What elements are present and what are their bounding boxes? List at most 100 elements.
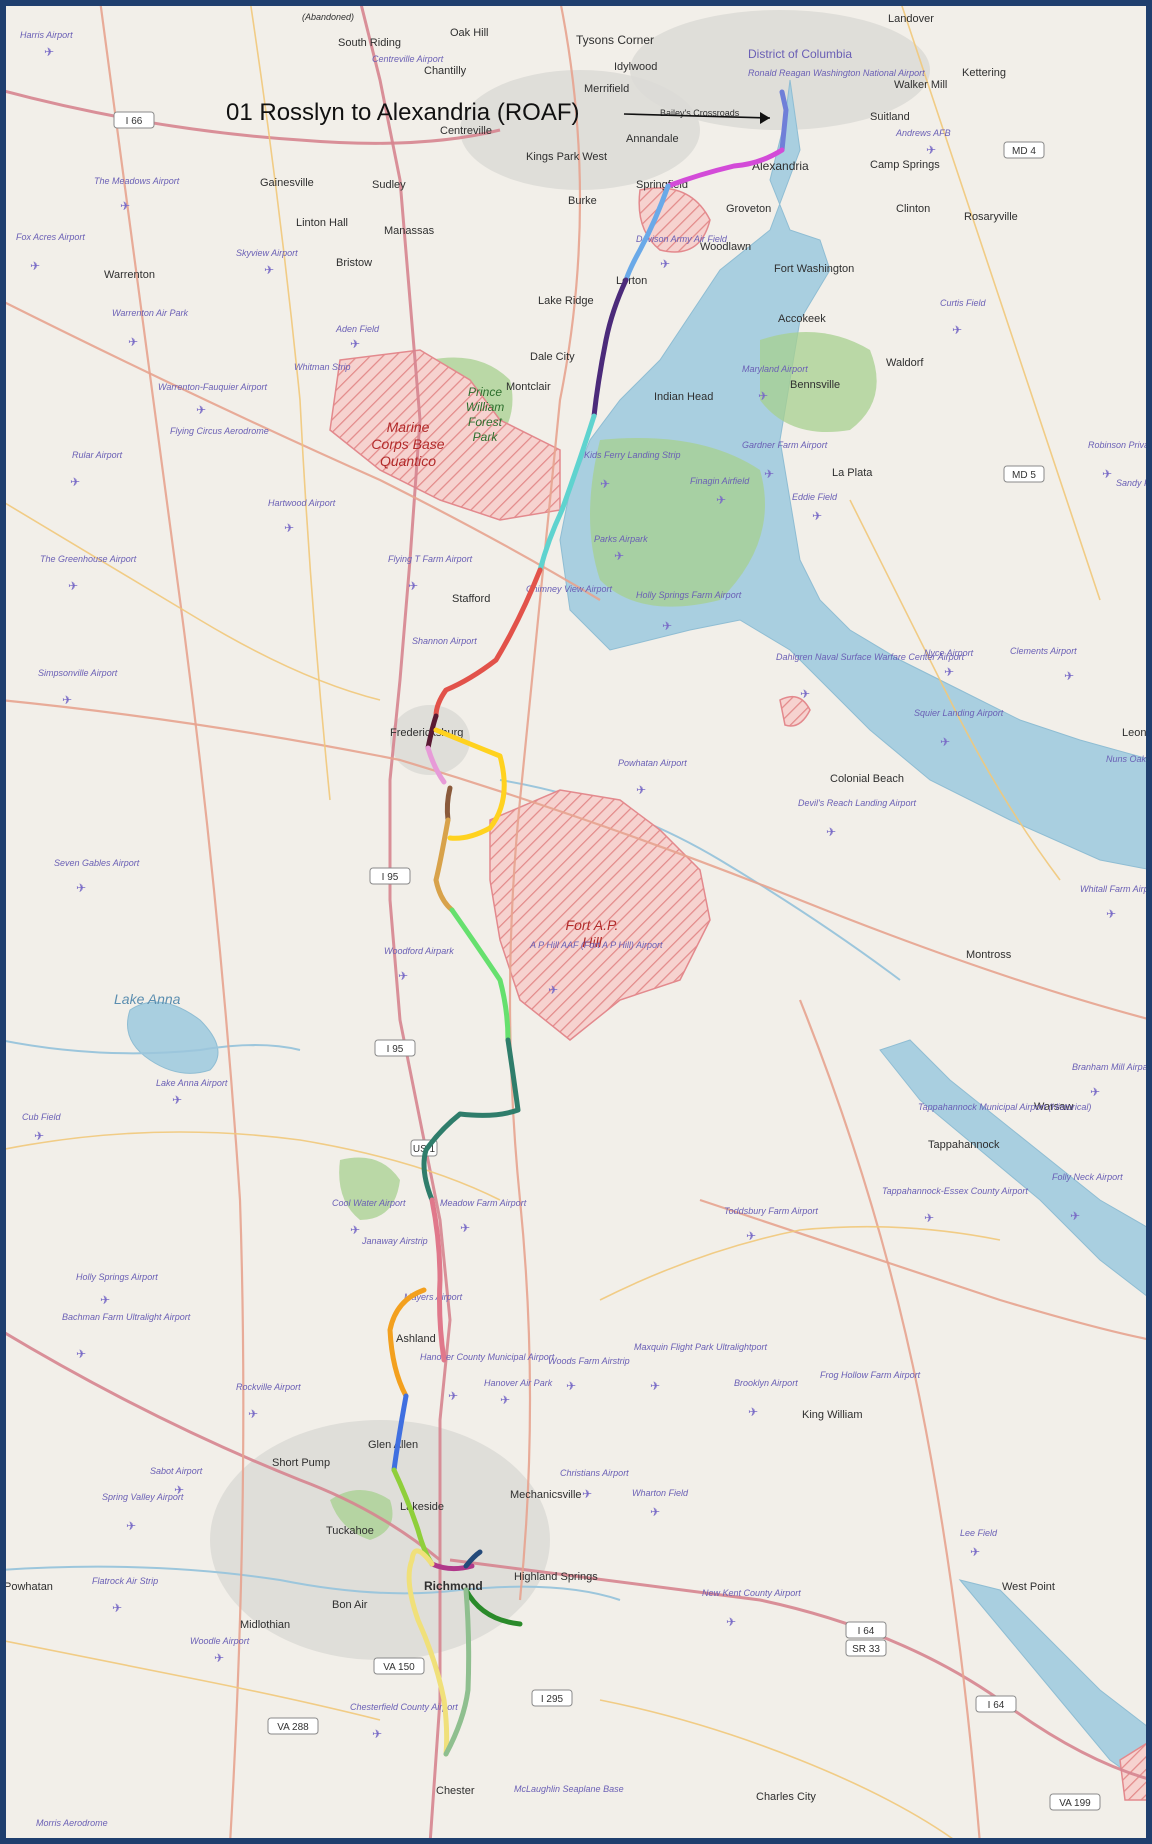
route-segment[interactable] — [425, 745, 447, 785]
airport-icon: ✈ — [398, 969, 408, 983]
place-label: Mechanicsville — [510, 1489, 582, 1501]
lake-anna-label: Lake Anna — [114, 991, 181, 1007]
place-label: Bennsville — [790, 379, 840, 391]
route-segment[interactable] — [443, 1587, 472, 1757]
place-label: Montclair — [506, 381, 551, 393]
airport-label: Toddsbury Farm Airport — [724, 1206, 818, 1216]
airport-label: Holly Springs Farm Airport — [636, 590, 742, 600]
airport-icon: ✈ — [746, 1229, 756, 1243]
place-label: West Point — [1002, 1581, 1055, 1593]
route-segment[interactable] — [463, 1587, 523, 1627]
place-label: Warsaw — [1034, 1101, 1073, 1113]
airport-label: Davison Army Air Field — [636, 234, 728, 244]
airport-label: Whitall Farm Airport — [1080, 884, 1152, 894]
airport-icon: ✈ — [600, 477, 610, 491]
airport-label: Shannon Airport — [412, 636, 477, 646]
airport-icon: ✈ — [1106, 907, 1116, 921]
route-segment[interactable] — [591, 277, 629, 419]
military-areas — [329, 187, 1152, 1801]
airport-icon: ✈ — [76, 1347, 86, 1361]
callout-arrowhead — [760, 112, 770, 124]
place-label: Chester — [436, 1785, 475, 1797]
route-callout[interactable]: 01 Rosslyn to Alexandria (ROAF) — [226, 99, 771, 126]
airport-label: Warrenton Air Park — [112, 308, 189, 318]
shield-va288: VA 288 — [277, 1722, 309, 1733]
airport-label: Branham Mill Airpark — [1072, 1062, 1152, 1072]
airport-icon: ✈ — [1090, 1085, 1100, 1099]
place-label: Bon Air — [332, 1599, 368, 1611]
route-segment[interactable] — [391, 1393, 409, 1473]
airport-label: Hanover Air Park — [484, 1378, 553, 1388]
airport-icon: ✈ — [264, 263, 274, 277]
airport-label: Hartwood Airport — [268, 498, 336, 508]
airport-icon: ✈ — [500, 1393, 510, 1407]
airport-label: McLaughlin Seaplane Base — [514, 1784, 624, 1794]
place-label: La Plata — [832, 467, 873, 479]
airport-label: Parks Airpark — [594, 534, 648, 544]
baileys-crossroads-label: Bailey's Crossroads — [660, 108, 740, 118]
route-segment[interactable] — [444, 785, 453, 823]
airport-label: Flying Circus Aerodrome — [170, 426, 269, 436]
airport-label: Christians Airport — [560, 1468, 629, 1478]
shield-i64-east: I 64 — [858, 1626, 875, 1637]
place-label: Linton Hall — [296, 217, 348, 229]
airport-label: Flatrock Air Strip — [92, 1576, 158, 1586]
route-segment[interactable] — [421, 1037, 521, 1203]
place-label: Groveton — [726, 203, 771, 215]
route-segment[interactable] — [429, 1197, 447, 1363]
shield-i95-north: I 95 — [382, 872, 399, 883]
airport-icon: ✈ — [582, 1487, 592, 1501]
airport-label: Holly Springs Airport — [76, 1272, 158, 1282]
shield-va150: VA 150 — [383, 1662, 415, 1673]
route-segment[interactable] — [433, 567, 543, 719]
route-segment[interactable] — [433, 727, 507, 841]
airport-icon: ✈ — [660, 257, 670, 271]
airport-label: Simpsonville Airport — [38, 668, 118, 678]
route-segment[interactable] — [537, 413, 597, 573]
airport-icon: ✈ — [944, 665, 954, 679]
airport-label: Powhatan Airport — [618, 758, 687, 768]
airport-label: Frog Hollow Farm Airport — [820, 1370, 921, 1380]
highway-shields: I 66 I 95 I 95 US 1 I 295 I 64 SR 33 I 6… — [113, 111, 1101, 1811]
place-label: Tappahannock — [928, 1139, 1000, 1151]
route-segment[interactable] — [406, 1548, 450, 1757]
airport-icon: ✈ — [112, 1601, 122, 1615]
place-label: Woodlawn — [700, 241, 751, 253]
route-segment[interactable] — [425, 713, 439, 751]
place-label: Colonial Beach — [830, 773, 904, 785]
route-segment[interactable] — [387, 1287, 427, 1399]
place-label: Lorton — [616, 275, 647, 287]
airport-label: Brooklyn Airport — [734, 1378, 798, 1388]
route-segment[interactable] — [665, 147, 785, 189]
airport-label: Curtis Field — [940, 298, 987, 308]
place-label: Tuckahoe — [326, 1525, 374, 1537]
airport-icon: ✈ — [172, 1093, 182, 1107]
place-label: Camp Springs — [870, 159, 940, 171]
airport-icon: ✈ — [764, 467, 774, 481]
route-segment[interactable] — [779, 89, 789, 153]
airport-label: Squier Landing Airport — [914, 708, 1004, 718]
airport-icon: ✈ — [128, 335, 138, 349]
place-label: Accokeek — [778, 313, 826, 325]
place-label: District of Columbia — [748, 47, 852, 61]
airport-icon: ✈ — [70, 475, 80, 489]
place-label: Montross — [966, 949, 1012, 961]
airport-icon: ✈ — [800, 687, 810, 701]
route-segment[interactable] — [449, 907, 511, 1043]
place-label: Annandale — [626, 133, 679, 145]
airport-label: A P Hill AAF (Fort A P Hill) Airport — [529, 940, 663, 950]
place-labels: Oak Hill Tysons Corner South Riding Chan… — [4, 13, 1152, 1803]
airport-icon: ✈ — [34, 1129, 44, 1143]
route-segment[interactable] — [623, 183, 671, 283]
route-segment[interactable] — [433, 817, 455, 913]
place-label: Richmond — [424, 1579, 483, 1593]
airport-icon: ✈ — [120, 199, 130, 213]
route-segment[interactable] — [463, 1549, 483, 1569]
airport-label: Cub Field — [22, 1112, 62, 1122]
ap-hill-area — [489, 789, 711, 1041]
shield-i64-west: I 64 — [988, 1700, 1005, 1711]
airport-icon: ✈ — [350, 1223, 360, 1237]
